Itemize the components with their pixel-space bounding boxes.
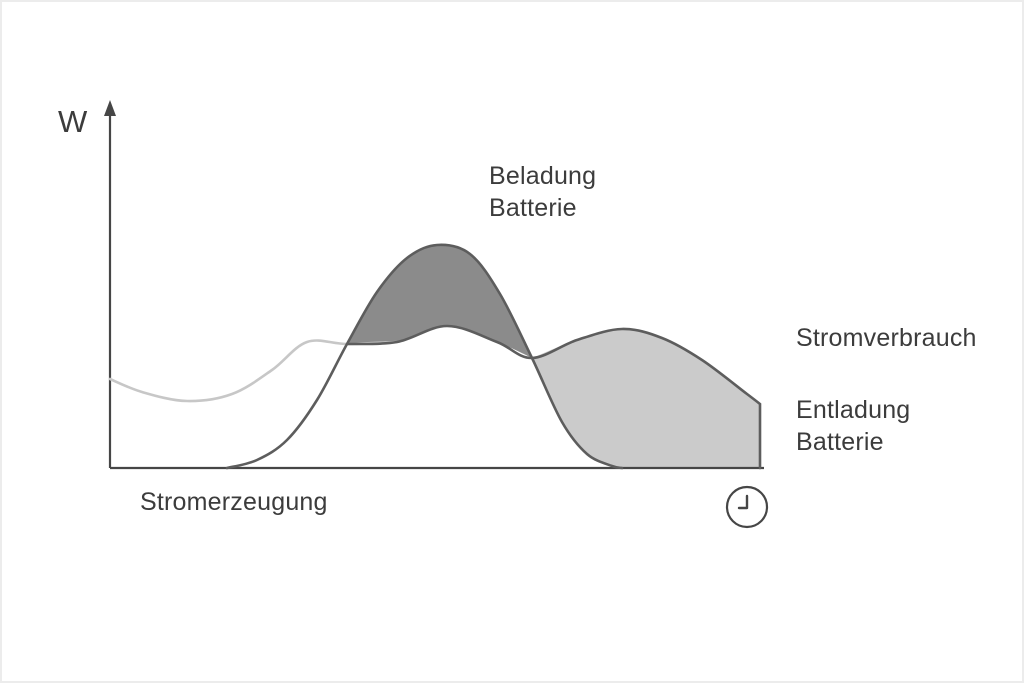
battery-discharge-area bbox=[532, 328, 760, 468]
clock-hands-icon bbox=[737, 494, 749, 510]
battery-discharge-label: Entladung Batterie bbox=[796, 396, 911, 456]
consumption-label: Stromverbrauch bbox=[796, 324, 977, 352]
consumption-curve bbox=[345, 324, 762, 470]
y-axis-label: W bbox=[58, 104, 88, 139]
consumption-curve-light-segment bbox=[108, 339, 399, 403]
y-axis-arrow-icon bbox=[104, 100, 116, 116]
generation-curve bbox=[225, 243, 624, 470]
battery-charging-label: Beladung Batterie bbox=[489, 162, 597, 222]
generation-label: Stromerzeugung bbox=[140, 488, 328, 516]
